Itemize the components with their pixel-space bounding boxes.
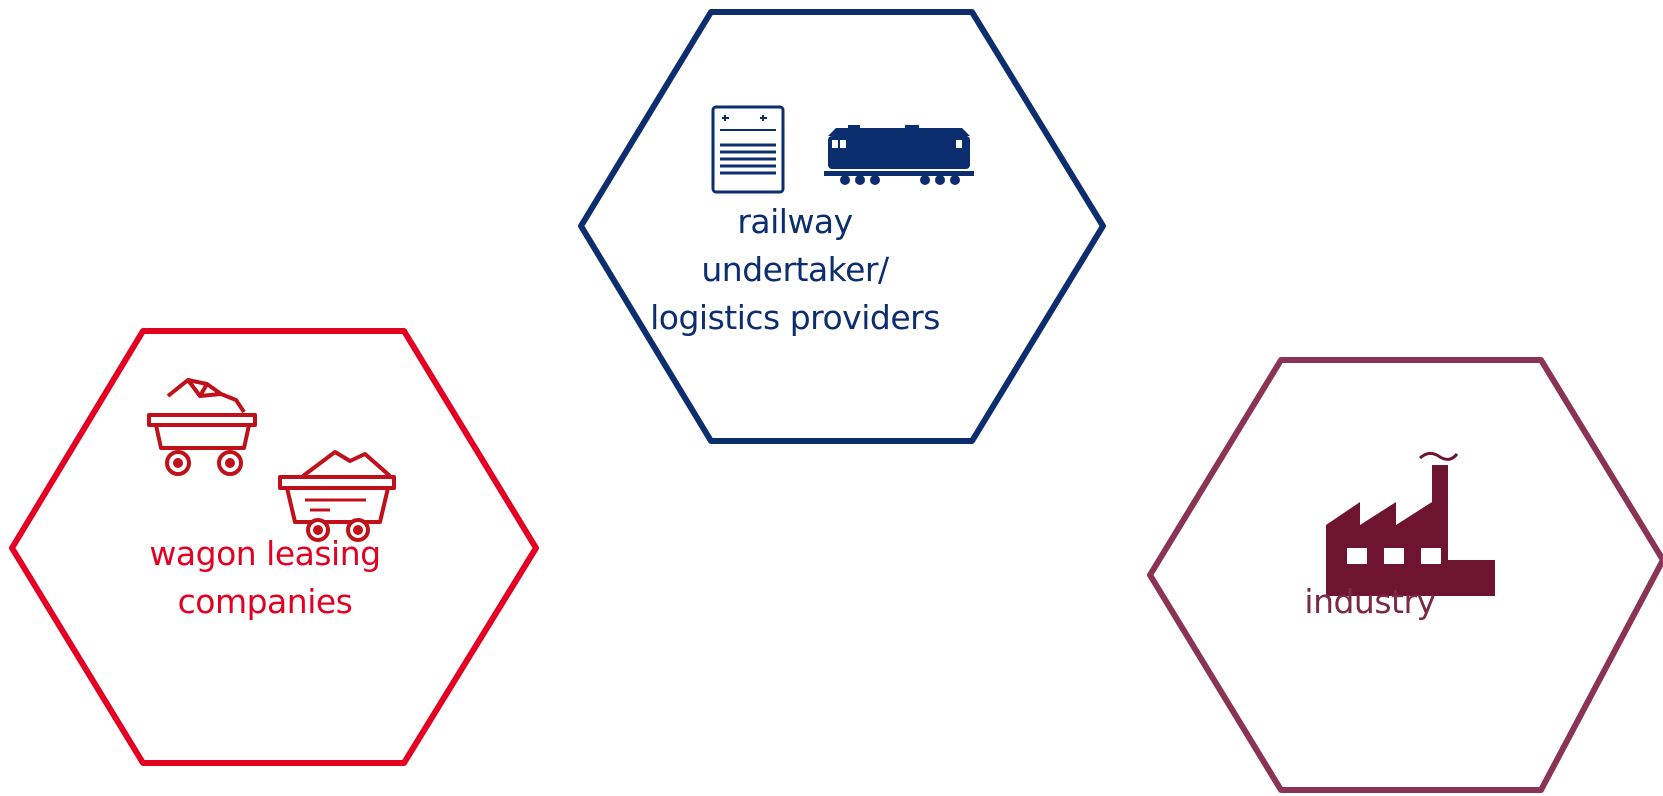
- railway-label-line: logistics providers: [650, 298, 940, 337]
- locomotive-icon: [824, 125, 974, 185]
- factory-icon: [1326, 451, 1495, 596]
- document-icon: [711, 105, 785, 194]
- wagon-label-line: companies: [177, 582, 353, 621]
- industry-label: industry: [1290, 578, 1450, 626]
- wagon-label-line: wagon leasing: [149, 534, 381, 573]
- industry-hexagon: [1147, 357, 1663, 793]
- railway-label-line: undertaker/: [701, 250, 889, 289]
- wagon-hexagon: [9, 328, 539, 766]
- sand-cart-icon: [278, 450, 396, 542]
- industry-label-line: industry: [1304, 582, 1436, 621]
- railway-label: railway undertaker/ logistics providers: [620, 198, 970, 342]
- wagon-label: wagon leasing companies: [120, 530, 410, 626]
- railway-hexagon: [578, 9, 1106, 444]
- ore-cart-icon: [147, 378, 257, 476]
- railway-label-line: railway: [737, 202, 853, 241]
